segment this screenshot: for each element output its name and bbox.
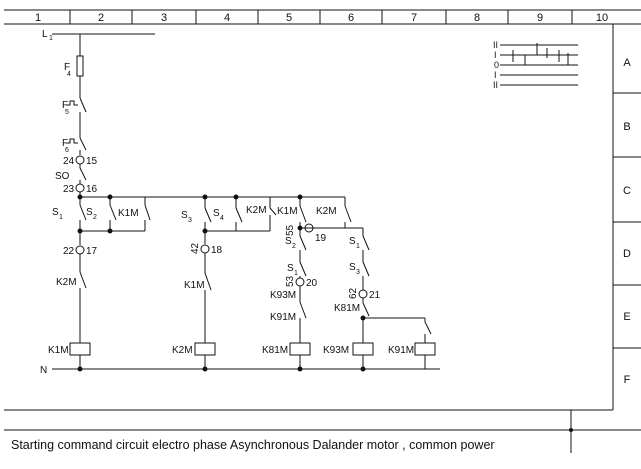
contact-k1m-hold-label: K1M (118, 208, 139, 219)
terminal-18: 18 (211, 245, 223, 256)
pushbutton-s1-right-label: S (349, 236, 356, 247)
column-label-3: 3 (161, 12, 167, 24)
pushbutton-s1-lower-sub: 1 (294, 270, 298, 277)
wire-number-42: 42 (190, 242, 201, 254)
contact-k1m-interlock-label: K1M (184, 280, 205, 291)
column-label-1: 1 (35, 12, 41, 24)
terminal-15: 15 (86, 156, 98, 167)
pushbutton-s2-sub: 2 (93, 214, 97, 221)
pushbutton-s1-right-sub: 1 (356, 243, 360, 250)
column-label-2: 2 (98, 12, 104, 24)
rail-label-n: N (40, 365, 47, 376)
wire-number-55: 55 (285, 224, 296, 236)
contact-k91m-label: K91M (270, 312, 296, 323)
terminal-16: 16 (86, 184, 98, 195)
coil-k1m-label: K1M (48, 345, 69, 356)
column-label-10: 10 (596, 12, 608, 24)
contact-k2m-branch3-label: K2M (316, 206, 337, 217)
selector-position-ii-top: II (493, 40, 498, 50)
overload-relay-label-1: F (62, 100, 68, 111)
terminal-19: 19 (315, 233, 327, 244)
wire-number-24: 24 (63, 156, 75, 167)
pushbutton-s2-lower-label: S (285, 236, 292, 247)
coil-k2m-label: K2M (172, 345, 193, 356)
rail-label-l-sub: 1 (49, 35, 53, 42)
column-label-8: 8 (474, 12, 480, 24)
column-label-6: 6 (348, 12, 354, 24)
wire-number-53: 53 (285, 275, 296, 287)
main-branch-wiring (66, 34, 91, 372)
pushbutton-s2-lower-sub: 2 (292, 243, 296, 250)
row-label-d: D (623, 248, 631, 260)
pushbutton-s4-label: S (213, 208, 220, 219)
supply-rails (52, 33, 440, 370)
contact-k81m-label: K81M (334, 303, 360, 314)
column-label-7: 7 (411, 12, 417, 24)
wire-number-22: 22 (63, 246, 75, 257)
pushbutton-s4-sub: 4 (220, 215, 224, 222)
terminal-20: 20 (306, 278, 318, 289)
row-label-f: F (624, 374, 631, 386)
column-label-9: 9 (537, 12, 543, 24)
selector-position-zero: 0 (494, 60, 499, 70)
coil-k91m-label: K91M (388, 345, 414, 356)
wire-number-62: 62 (348, 287, 359, 299)
terminal-21: 21 (369, 290, 381, 301)
column-label-4: 4 (224, 12, 230, 24)
coil-k81m-label: K81M (262, 345, 288, 356)
coil-k93m-label: K93M (323, 345, 349, 356)
selector-position-i-bottom: I (494, 70, 497, 80)
contact-k2m-interlock-label: K2M (56, 277, 77, 288)
fuse-label-sub: 4 (67, 71, 71, 78)
overload-relay-label-2: F (62, 138, 68, 149)
pushbutton-s1-label: S (52, 207, 59, 218)
contact-k2m-hold-label: K2M (246, 205, 267, 216)
stop-button-label: SO (55, 171, 70, 182)
distribution-bus (80, 194, 436, 372)
overload-relay-label-1-sub: 5 (65, 109, 69, 116)
contact-k93m-label: K93M (270, 290, 296, 301)
row-label-e: E (623, 311, 630, 323)
wire-number-23: 23 (63, 184, 75, 195)
pushbutton-s3-right-sub: 3 (356, 269, 360, 276)
diagram-caption: Starting command circuit electro phase A… (11, 438, 495, 452)
selector-switch-diagram (500, 43, 578, 86)
column-label-5: 5 (286, 12, 292, 24)
pushbutton-s3-sub: 3 (188, 217, 192, 224)
row-label-c: C (623, 185, 631, 197)
row-label-a: A (623, 57, 631, 69)
selector-position-i-top: I (494, 50, 497, 60)
contact-k1m-branch3-label: K1M (277, 206, 298, 217)
pushbutton-s2-label: S (86, 207, 93, 218)
pushbutton-s1-sub: 1 (59, 214, 63, 221)
row-label-b: B (623, 121, 630, 133)
rail-label-l: L (42, 29, 48, 40)
fuse-label: F (64, 62, 70, 73)
drawing-frame (4, 9, 641, 453)
pushbutton-s3-label: S (181, 210, 188, 221)
terminal-17: 17 (86, 246, 98, 257)
selector-position-ii-bottom: II (493, 80, 498, 90)
pushbutton-s1-lower-label: S (287, 263, 294, 274)
pushbutton-s3-right-label: S (349, 262, 356, 273)
overload-relay-label-2-sub: 6 (65, 147, 69, 154)
